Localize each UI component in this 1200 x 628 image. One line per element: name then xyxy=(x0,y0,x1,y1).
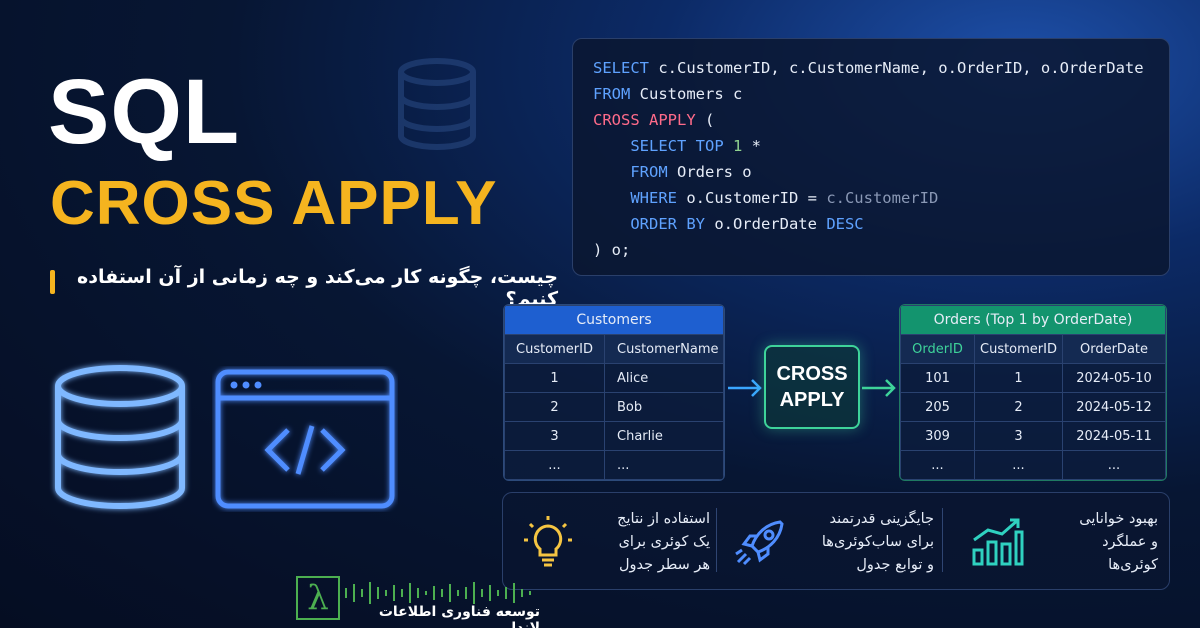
column-header: OrderDate xyxy=(1062,334,1166,364)
table-cell: 309 xyxy=(900,421,975,451)
table-cell: ... xyxy=(604,450,724,480)
code-text: * xyxy=(742,137,761,155)
orders-table: Orders (Top 1 by OrderDate) OrderID Cust… xyxy=(899,304,1167,481)
column-header: CustomerID xyxy=(974,334,1063,364)
code-number: 1 xyxy=(723,137,743,155)
orders-table-title: Orders (Top 1 by OrderDate) xyxy=(900,305,1166,335)
title-sql: SQL xyxy=(48,61,241,163)
code-keyword: FROM xyxy=(630,163,668,181)
sql-code-block: SELECT c.CustomerID, c.CustomerName, o.O… xyxy=(572,38,1170,276)
code-text: o.CustomerID = xyxy=(677,189,827,207)
arrow-right-icon xyxy=(728,379,762,397)
table-cell: 3 xyxy=(504,421,605,451)
subtitle-accent-bar xyxy=(50,270,55,294)
table-cell: 2 xyxy=(974,392,1063,422)
table-cell: ... xyxy=(900,450,975,480)
column-header: CustomerName xyxy=(604,334,724,364)
cross-apply-box: CROSS APPLY xyxy=(764,345,860,429)
cross-apply-label-line2: APPLY xyxy=(779,389,845,411)
lambda-logo: λ xyxy=(296,576,340,620)
rocket-icon xyxy=(735,520,784,566)
table-cell: 2024-05-10 xyxy=(1062,363,1166,393)
lightbulb-icon xyxy=(524,516,572,567)
database-icon xyxy=(55,365,185,509)
code-keyword-cross-apply: CROSS APPLY xyxy=(593,111,696,129)
code-keyword: SELECT TOP xyxy=(630,137,724,155)
table-row: ......... xyxy=(900,450,1166,480)
code-text: Customers c xyxy=(630,85,743,103)
feature-text-subquery-replacement: جایگزینی قدرتمند برای ساب‌کوئری‌ها و توا… xyxy=(821,511,934,573)
code-text: o.OrderDate xyxy=(704,215,827,233)
table-cell: 1 xyxy=(974,363,1063,393)
table-cell: 2024-05-12 xyxy=(1062,392,1166,422)
table-cell: 1 xyxy=(504,363,605,393)
code-text: ( xyxy=(695,111,715,129)
code-keyword: DESC xyxy=(826,215,864,233)
background-database-icon xyxy=(398,58,476,150)
company-name: توسعه فناوری اطلاعات لاندا xyxy=(378,604,540,628)
soundwave-decoration xyxy=(345,582,531,604)
table-cell: Alice xyxy=(604,363,724,393)
table-cell: ... xyxy=(1062,450,1166,480)
table-cell: Bob xyxy=(604,392,724,422)
code-text: Orders o xyxy=(667,163,752,181)
code-keyword: ORDER BY xyxy=(630,215,705,233)
arrow-right-icon xyxy=(862,379,896,397)
table-cell: 2 xyxy=(504,392,605,422)
subtitle-persian: چیست، چگونه کار می‌کند و چه زمانی از آن … xyxy=(77,266,558,310)
table-cell: 3 xyxy=(974,421,1063,451)
code-keyword: SELECT xyxy=(593,59,649,77)
chart-icon xyxy=(972,518,1024,566)
title-cross-apply: CROSS APPLY xyxy=(50,169,498,238)
table-cell: Charlie xyxy=(604,421,724,451)
code-text-outer-ref: c.CustomerID xyxy=(826,189,939,207)
table-cell: ... xyxy=(504,450,605,480)
features-panel xyxy=(502,492,1170,590)
code-window-icon xyxy=(215,369,395,509)
feature-divider xyxy=(942,508,943,572)
feature-divider xyxy=(716,508,717,572)
code-keyword: FROM xyxy=(593,85,631,103)
customers-table-title: Customers xyxy=(504,305,724,335)
code-text: ) o; xyxy=(593,241,631,259)
table-cell: 101 xyxy=(900,363,975,393)
column-header: OrderID xyxy=(900,334,975,364)
feature-text-readability: بهبود خوانایی و عملگرد کوئری‌ها xyxy=(1079,511,1158,573)
code-text: c.CustomerID, c.CustomerName, o.OrderID,… xyxy=(649,59,1144,77)
code-keyword: WHERE xyxy=(630,189,677,207)
cross-apply-label-line1: CROSS xyxy=(776,363,848,385)
table-cell: ... xyxy=(974,450,1063,480)
table-row: ...... xyxy=(504,450,724,480)
table-cell: 205 xyxy=(900,392,975,422)
feature-text-per-row: استفاده از نتایج یک کوئری برای هر سطر جد… xyxy=(617,511,710,573)
table-cell: 2024-05-11 xyxy=(1062,421,1166,451)
column-header: CustomerID xyxy=(504,334,605,364)
